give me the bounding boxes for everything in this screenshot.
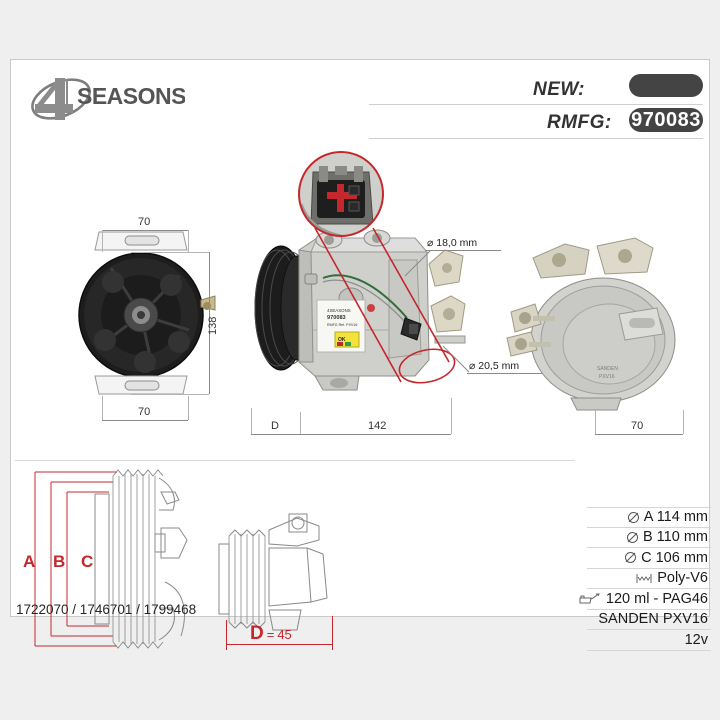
spec-value-c: C 106 mm <box>641 549 708 566</box>
part-numbers-text: 1722070 / 1746701 / 1799468 <box>16 601 197 617</box>
rmfg-value-pill: 970083 <box>629 108 703 132</box>
dim-ext-center-b <box>300 412 301 434</box>
dim-top-left-value: 70 <box>138 216 151 228</box>
callout-port-text: ⌀ 20,5 mm <box>469 360 520 372</box>
svg-text:SANDEN: SANDEN <box>597 366 618 372</box>
callout-port-leader <box>443 346 470 373</box>
spec-row-c: C 106 mm <box>587 548 711 569</box>
spec-row-belt: Poly-V6 <box>587 569 711 589</box>
callout-shaft-text: ⌀ 18,0 mm <box>427 237 478 249</box>
spec-row-oil: 120 ml - PAG46 <box>579 589 711 610</box>
dim-d-ext-a <box>226 620 227 650</box>
spec-value-voltage: 12v <box>684 631 708 648</box>
svg-text:4SEASONS: 4SEASONS <box>327 308 351 313</box>
compressor-side-view: 4SEASONS 970083 RMFG Ref. PXV16 OK <box>254 229 466 391</box>
rmfg-label: RMFG: <box>547 112 612 133</box>
dim-d-value-group: D = 45 <box>250 623 292 645</box>
dim-d-label: D <box>271 420 279 432</box>
dim-ext-top-left-a <box>102 230 103 252</box>
spec-value-b: B 110 mm <box>642 529 708 546</box>
header-divider-1 <box>369 104 703 105</box>
svg-text:SEASONS: SEASONS <box>77 83 185 109</box>
spec-value-belt: Poly-V6 <box>657 570 708 587</box>
dim-d-line <box>226 644 332 645</box>
dim-ext-right-a <box>595 410 596 434</box>
dim-d-letter: D <box>250 623 264 644</box>
new-value-pill <box>629 74 703 97</box>
callout-shaft-leader <box>404 250 432 277</box>
part-numbers-footer: 1722070 / 1746701 / 1799468 <box>10 598 710 620</box>
pulley-dim-b-label: B <box>53 552 66 571</box>
svg-text:PXV16: PXV16 <box>599 374 615 380</box>
svg-text:970083: 970083 <box>327 315 346 321</box>
dim-d-equals: = <box>266 627 275 642</box>
dim-bottom-left-value: 70 <box>138 406 151 418</box>
spec-value-model: SANDEN PXV16 <box>598 611 708 628</box>
pulley-dim-a-label: A <box>23 552 36 571</box>
pulley-width-drawing <box>218 513 328 631</box>
dim-line-center <box>251 434 451 435</box>
dim-ext-height-bot <box>131 394 209 395</box>
dim-right-value: 70 <box>631 420 644 432</box>
spec-row-b: B 110 mm <box>587 528 711 548</box>
pulley-dim-c-label: C <box>81 552 94 571</box>
dim-ext-center-c <box>451 398 452 434</box>
belt-groove-icon <box>635 572 653 585</box>
dim-length-value: 142 <box>368 420 387 432</box>
compressor-rear-view: SANDEN PXV16 <box>506 237 676 411</box>
dim-ext-bot-left-b <box>188 396 189 420</box>
datasheet-card: SEASONS NEW: RMFG: 970083 <box>10 59 711 651</box>
compressor-front-view <box>78 231 216 395</box>
dim-ext-top-left-b <box>188 230 189 252</box>
diameter-icon <box>626 531 639 544</box>
four-seasons-logo: SEASONS <box>25 74 187 124</box>
dim-line-bottom-left <box>102 420 188 421</box>
new-label: NEW: <box>533 79 585 100</box>
dim-ext-center-a <box>251 408 252 434</box>
callout-shaft-line <box>425 250 501 251</box>
oil-can-icon <box>578 592 600 605</box>
spec-row-voltage: 12v <box>587 630 711 651</box>
spec-value-a: A 114 mm <box>643 509 708 526</box>
dim-ext-right-b <box>683 410 684 434</box>
dim-line-height <box>209 252 210 394</box>
spec-value-oil: 120 ml - PAG46 <box>605 590 708 607</box>
connector-detail-circle <box>298 151 456 384</box>
svg-text:RMFG Ref. PXV16: RMFG Ref. PXV16 <box>327 323 357 327</box>
dim-d-number: 45 <box>277 627 292 642</box>
section-divider <box>15 460 575 461</box>
specification-table: A 114 mm B 110 mm C 10 <box>579 507 711 651</box>
svg-text:OK: OK <box>338 337 346 343</box>
spec-row-a: A 114 mm <box>587 507 711 528</box>
pulley-section-drawing <box>34 469 188 649</box>
callout-port-line <box>467 373 547 374</box>
header-divider-2 <box>369 138 703 139</box>
dim-d-ext-b <box>332 616 333 650</box>
dim-height-value: 138 <box>207 316 219 335</box>
spec-row-model: SANDEN PXV16 <box>587 610 711 630</box>
dim-ext-bot-left-a <box>102 396 103 420</box>
dim-line-top-left <box>102 230 188 231</box>
diameter-icon <box>627 511 640 524</box>
dim-line-right <box>595 434 683 435</box>
dim-ext-height-top <box>131 252 209 253</box>
diameter-icon <box>624 551 637 564</box>
